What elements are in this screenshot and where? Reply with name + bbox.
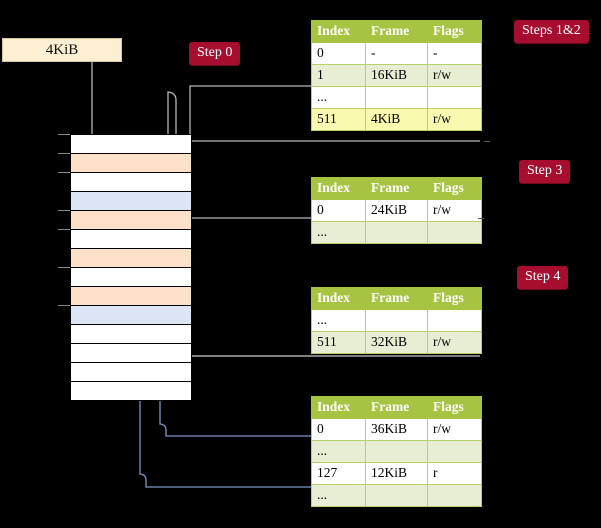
table2-right-tick <box>478 218 484 219</box>
memory-guide-tick <box>58 172 70 173</box>
memory-frame-cell <box>71 363 191 382</box>
table-cell: 0 <box>311 199 366 222</box>
table-cell <box>365 309 428 332</box>
table-cell: ... <box>311 309 366 332</box>
memory-frame-cell <box>71 230 191 249</box>
table-cell: 511 <box>311 108 366 131</box>
physical-memory-column <box>70 134 192 401</box>
column-header-index: Index <box>311 177 366 200</box>
table-cell: r/w <box>427 418 482 441</box>
table-row: 0-- <box>311 42 482 65</box>
table-cell <box>427 484 482 507</box>
column-header-flags: Flags <box>427 177 482 200</box>
table-cell: r/w <box>427 64 482 87</box>
table-cell <box>365 221 428 244</box>
label-steps-1-2: Steps 1&2 <box>514 20 589 43</box>
table-cell <box>427 440 482 463</box>
column-header-frame: Frame <box>365 177 428 200</box>
table-cell <box>427 86 482 109</box>
memory-frame-cell <box>71 344 191 363</box>
memory-guide-tick <box>58 229 70 230</box>
table-cell: 1 <box>311 64 366 87</box>
memory-frame-cell <box>71 211 191 230</box>
table-cell: - <box>427 42 482 65</box>
table-cell: 0 <box>311 42 366 65</box>
table-cell: 12KiB <box>365 462 428 485</box>
table1-right-tick <box>484 141 490 142</box>
table-cell <box>427 221 482 244</box>
memory-frame-cell <box>71 268 191 287</box>
label-step-0: Step 0 <box>189 42 241 65</box>
memory-guide-tick <box>58 267 70 268</box>
memory-frame-cell <box>71 325 191 344</box>
table-cell: ... <box>311 484 366 507</box>
table-cell: 24KiB <box>365 199 428 222</box>
table-cell: 32KiB <box>365 331 428 354</box>
memory-frame-cell <box>71 306 191 325</box>
memory-frame-cell <box>71 173 191 192</box>
memory-frame-cell <box>71 154 191 173</box>
table-cell: r/w <box>427 199 482 222</box>
table-cell: r <box>427 462 482 485</box>
table-cell: 4KiB <box>365 108 428 131</box>
memory-guide-tick <box>58 305 70 306</box>
column-header-index: Index <box>311 396 366 419</box>
column-header-flags: Flags <box>427 396 482 419</box>
table-cell <box>365 484 428 507</box>
table-cell: 127 <box>311 462 366 485</box>
table-cell: ... <box>311 86 366 109</box>
memory-guide-tick <box>58 210 70 211</box>
table-cell: r/w <box>427 108 482 131</box>
label-step-4: Step 4 <box>517 266 569 289</box>
table-cell <box>365 86 428 109</box>
memory-guide-tick <box>58 153 70 154</box>
request-size-box: 4KiB <box>2 38 122 62</box>
table-row: ... <box>311 86 482 109</box>
table-row: ... <box>311 440 482 463</box>
memory-frame-cell <box>71 135 191 154</box>
column-header-flags: Flags <box>427 20 482 43</box>
label-step-3: Step 3 <box>519 160 571 183</box>
memory-frame-cell <box>71 249 191 268</box>
memory-frame-cell <box>71 192 191 211</box>
table-cell: 36KiB <box>365 418 428 441</box>
memory-frame-cell <box>71 287 191 306</box>
column-header-frame: Frame <box>365 287 428 310</box>
table-row: ... <box>311 221 482 244</box>
table-cell: 16KiB <box>365 64 428 87</box>
table-cell: 511 <box>311 331 366 354</box>
column-header-frame: Frame <box>365 20 428 43</box>
column-header-frame: Frame <box>365 396 428 419</box>
table-row: ... <box>311 484 482 507</box>
memory-frame-cell <box>71 382 191 401</box>
column-header-flags: Flags <box>427 287 482 310</box>
column-header-index: Index <box>311 20 366 43</box>
table-cell: ... <box>311 221 366 244</box>
table-cell <box>365 440 428 463</box>
table-cell <box>427 309 482 332</box>
memory-guide-tick <box>58 134 70 135</box>
table-cell: 0 <box>311 418 366 441</box>
table-row: ... <box>311 309 482 332</box>
table-cell: ... <box>311 440 366 463</box>
table-cell: - <box>365 42 428 65</box>
table-cell: r/w <box>427 331 482 354</box>
column-header-index: Index <box>311 287 366 310</box>
